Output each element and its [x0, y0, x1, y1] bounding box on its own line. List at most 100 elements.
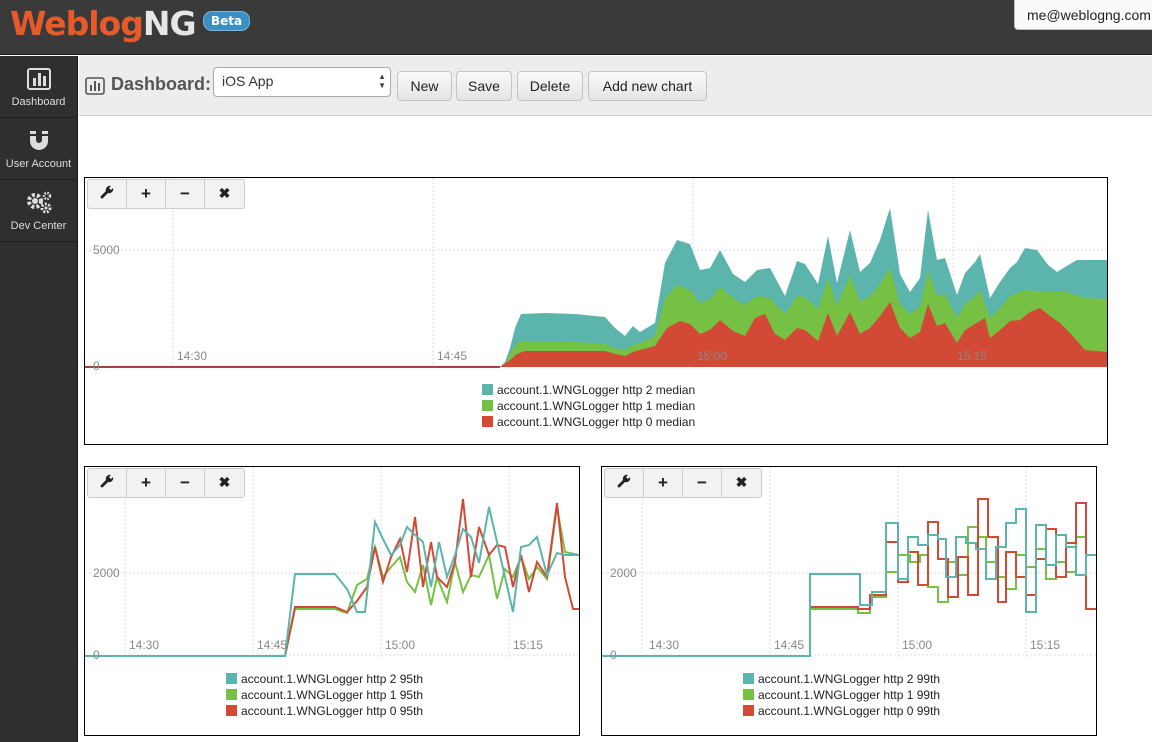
select-arrows-icon: ▲▼: [378, 72, 386, 90]
x-tick-label: 15:15: [957, 349, 987, 363]
legend-label: account.1.WNGLogger http 1 99th: [758, 688, 941, 702]
wrench-icon[interactable]: [88, 469, 127, 497]
add-new-chart-button[interactable]: Add new chart: [588, 71, 707, 101]
legend-entry[interactable]: account.1.WNGLogger http 2 median: [482, 382, 695, 398]
series-area-http-0-median: [85, 302, 1107, 367]
legend-swatch: [482, 400, 493, 411]
y-tick-label: 2000: [93, 566, 120, 580]
sidebar-item-dashboard[interactable]: Dashboard: [0, 56, 77, 118]
legend-swatch: [743, 705, 754, 716]
p99-chart-panel: 2000 0 14:30 14:45 15:00 15:15 + − ✖ acc…: [601, 466, 1097, 736]
close-chart-button[interactable]: ✖: [735, 474, 748, 490]
x-tick-label: 15:15: [1030, 638, 1060, 652]
p95-chart-panel: 2000 0 14:30 14:45 15:00 15:15 + − ✖ acc…: [84, 466, 580, 736]
legend-entry[interactable]: account.1.WNGLogger http 2 99th: [743, 671, 940, 687]
series-line-http-2-95th: [85, 506, 579, 657]
legend-entry[interactable]: account.1.WNGLogger http 0 median: [482, 414, 695, 430]
close-chart-button[interactable]: ✖: [218, 185, 231, 201]
legend-entry[interactable]: account.1.WNGLogger http 1 median: [482, 398, 695, 414]
y-tick-label: 5000: [93, 243, 120, 257]
legend-swatch: [482, 384, 493, 395]
legend-label: account.1.WNGLogger http 2 99th: [758, 672, 941, 686]
series-step-http-1-99th: [602, 526, 1096, 657]
chart-legend: account.1.WNGLogger http 2 95th account.…: [226, 671, 423, 719]
zoom-in-button[interactable]: +: [644, 469, 683, 497]
wrench-icon[interactable]: [605, 469, 644, 497]
x-tick-label: 15:00: [385, 638, 415, 652]
sidebar-item-label: User Account: [5, 158, 72, 170]
zoom-in-button[interactable]: +: [127, 180, 166, 208]
x-tick-label: 14:45: [774, 638, 804, 652]
series-step-http-2-99th: [602, 508, 1096, 657]
sidebar-item-label: Dashboard: [11, 96, 66, 108]
zoom-out-button[interactable]: −: [166, 180, 205, 208]
user-menu[interactable]: me@weblogng.com: [1014, 0, 1152, 30]
sidebar: Dashboard User Account Dev Center: [0, 56, 78, 742]
new-button[interactable]: New: [397, 71, 452, 101]
sidebar-item-dev-center[interactable]: Dev Center: [0, 180, 77, 242]
zoom-out-button[interactable]: −: [166, 469, 205, 497]
chart-toolbar: + − ✖: [87, 179, 245, 209]
bar-chart-icon: [0, 67, 77, 91]
magnet-icon: [0, 129, 77, 153]
bar-chart-icon: [85, 77, 105, 100]
x-tick-label: 14:45: [437, 349, 467, 363]
legend-swatch: [226, 705, 237, 716]
legend-swatch: [226, 689, 237, 700]
delete-button[interactable]: Delete: [517, 71, 583, 101]
close-chart-button[interactable]: ✖: [218, 474, 231, 490]
legend-label: account.1.WNGLogger http 1 95th: [241, 688, 424, 702]
legend-label: account.1.WNGLogger http 2 median: [497, 383, 696, 397]
logo-part2: NG: [142, 4, 197, 43]
legend-swatch: [482, 416, 493, 427]
legend-entry[interactable]: account.1.WNGLogger http 0 99th: [743, 703, 940, 719]
app-logo[interactable]: WeblogNG: [10, 2, 197, 46]
legend-entry[interactable]: account.1.WNGLogger http 0 95th: [226, 703, 423, 719]
legend-swatch: [743, 689, 754, 700]
x-tick-label: 15:15: [513, 638, 543, 652]
legend-label: account.1.WNGLogger http 0 median: [497, 415, 696, 429]
x-tick-label: 15:00: [902, 638, 932, 652]
x-tick-label: 14:30: [177, 349, 207, 363]
sidebar-item-label: Dev Center: [10, 220, 67, 232]
logo-part1: Weblog: [10, 4, 144, 43]
series-step-http-0-99th: [602, 498, 1096, 657]
legend-swatch: [743, 673, 754, 684]
chart-toolbar: + − ✖: [604, 468, 762, 498]
series-line-http-1-95th: [85, 506, 579, 657]
x-tick-label: 14:30: [129, 638, 159, 652]
y-tick-label: 2000: [610, 566, 637, 580]
series-line-http-0-95th: [85, 498, 579, 657]
zoom-in-button[interactable]: +: [127, 469, 166, 497]
legend-entry[interactable]: account.1.WNGLogger http 2 95th: [226, 671, 423, 687]
median-chart-panel: 5000 0 14:30 14:45 15:00 15:15 + − ✖ acc…: [84, 177, 1108, 445]
legend-label: account.1.WNGLogger http 0 95th: [241, 704, 424, 718]
legend-entry[interactable]: account.1.WNGLogger http 1 99th: [743, 687, 940, 703]
x-tick-label: 14:30: [649, 638, 679, 652]
chart-legend: account.1.WNGLogger http 2 99th account.…: [743, 671, 940, 719]
chart-legend: account.1.WNGLogger http 2 median accoun…: [482, 382, 695, 430]
legend-label: account.1.WNGLogger http 2 95th: [241, 672, 424, 686]
p95-chart: 2000 0 14:30 14:45 15:00 15:15: [85, 467, 579, 662]
y-tick-label: 0: [93, 648, 100, 662]
beta-badge: Beta: [203, 11, 251, 31]
median-chart: 5000 0 14:30 14:45 15:00 15:15: [85, 178, 1107, 373]
top-bar: WeblogNG Beta me@weblogng.com: [0, 0, 1152, 55]
save-button[interactable]: Save: [456, 71, 512, 101]
dashboard-toolbar: Dashboard: iOS App ▲▼ New Save Delete Ad…: [79, 56, 1152, 116]
wrench-icon[interactable]: [88, 180, 127, 208]
x-tick-label: 15:00: [697, 349, 727, 363]
chart-toolbar: + − ✖: [87, 468, 245, 498]
dashboard-select-value: iOS App: [222, 73, 274, 89]
y-tick-label: 0: [93, 359, 100, 373]
legend-label: account.1.WNGLogger http 1 median: [497, 399, 696, 413]
p99-chart: 2000 0 14:30 14:45 15:00 15:15: [602, 467, 1096, 662]
sidebar-item-user-account[interactable]: User Account: [0, 118, 77, 180]
x-tick-label: 14:45: [257, 638, 287, 652]
dashboard-label: Dashboard:: [111, 74, 212, 94]
y-tick-label: 0: [610, 648, 617, 662]
zoom-out-button[interactable]: −: [683, 469, 722, 497]
dashboard-select[interactable]: iOS App ▲▼: [213, 67, 391, 97]
legend-entry[interactable]: account.1.WNGLogger http 1 95th: [226, 687, 423, 703]
legend-label: account.1.WNGLogger http 0 99th: [758, 704, 941, 718]
